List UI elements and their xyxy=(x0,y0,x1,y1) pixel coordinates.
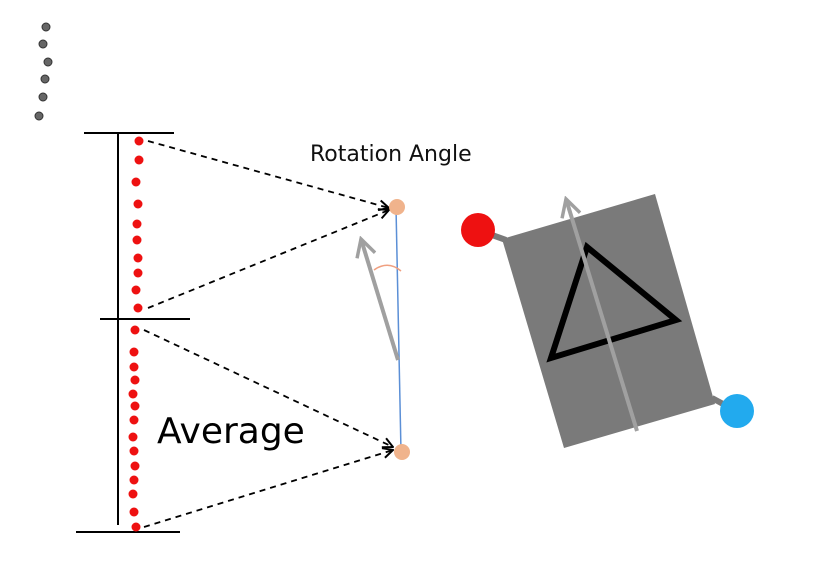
rotation-angle-label: Rotation Angle xyxy=(310,142,472,167)
red-marker-icon xyxy=(461,213,495,247)
triangle-icon xyxy=(546,241,683,363)
averaging-arrows xyxy=(143,140,393,528)
reference-arrow xyxy=(361,239,400,361)
angle-arc-icon xyxy=(373,264,402,272)
sample-dots-window-1 xyxy=(131,136,144,313)
averaged-point-top xyxy=(389,199,405,215)
orientation-line xyxy=(395,206,402,453)
continuation-dots xyxy=(34,22,53,121)
sample-dots-window-2 xyxy=(128,325,141,532)
averaged-point-bottom xyxy=(394,444,410,460)
object-body xyxy=(502,194,715,448)
object-orientation-arrow xyxy=(566,199,639,432)
average-label: Average xyxy=(157,411,305,452)
window-bracket xyxy=(76,132,190,533)
rotated-object xyxy=(461,194,754,448)
blue-marker-icon xyxy=(720,394,754,428)
